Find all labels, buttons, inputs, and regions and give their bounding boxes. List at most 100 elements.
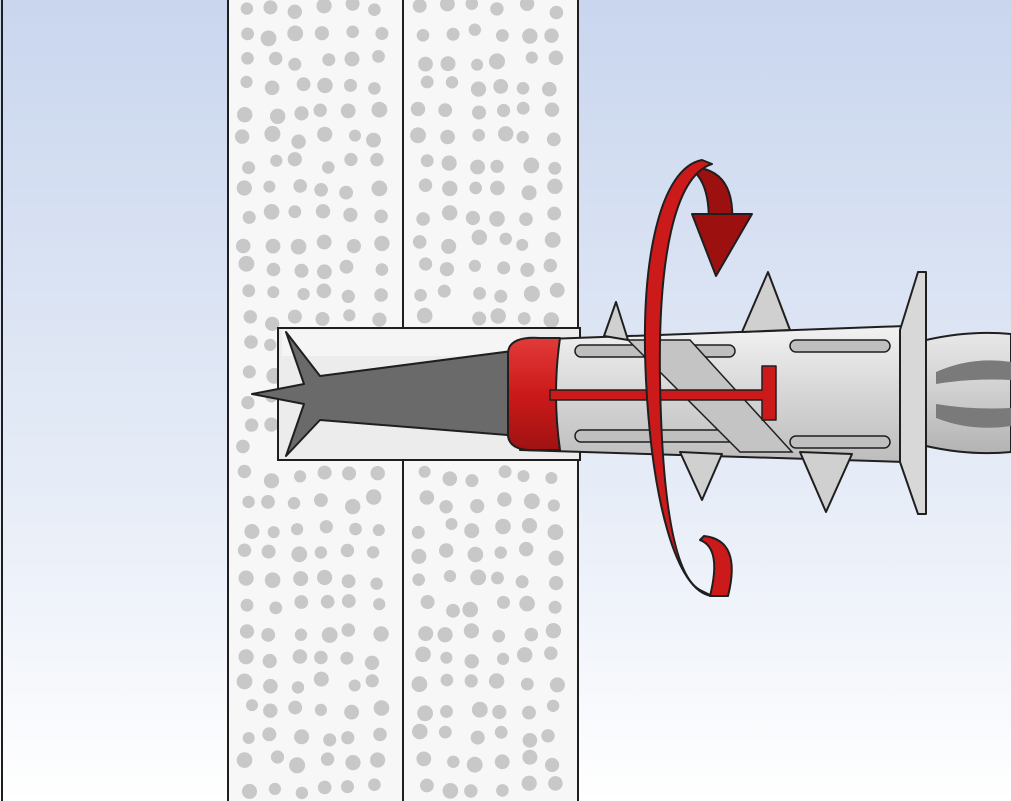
plasterboard-dot — [541, 729, 555, 743]
plasterboard-dot — [343, 207, 358, 222]
plasterboard-dot — [316, 234, 332, 250]
plasterboard-dot — [241, 52, 254, 65]
screwdriver-flute-bottom — [936, 404, 1011, 428]
plasterboard-dot — [412, 235, 427, 249]
plasterboard-dot — [287, 309, 302, 324]
rotation-band-front — [643, 159, 713, 597]
plasterboard-dot — [346, 239, 361, 254]
plasterboard-dot — [496, 784, 509, 797]
plasterboard-dot — [236, 439, 250, 454]
plasterboard-dot — [341, 574, 356, 589]
plasterboard-dot — [265, 316, 280, 331]
plasterboard-dot — [291, 546, 308, 563]
plasterboard-dot — [291, 523, 304, 536]
plasterboard-dot — [497, 261, 511, 275]
plasterboard-dot — [439, 262, 454, 277]
plasterboard-dot — [370, 752, 386, 768]
plasterboard-dot — [314, 183, 328, 197]
plasterboard-dot — [264, 338, 277, 351]
plasterboard-dot — [368, 82, 381, 95]
rotation-arrowhead — [691, 213, 753, 277]
plasterboard-dot — [492, 704, 507, 720]
plasterboard-dot — [543, 258, 557, 273]
plasterboard-dot — [498, 465, 512, 479]
plasterboard-dot — [294, 595, 309, 609]
plasterboard-dot — [270, 154, 283, 167]
plasterboard-dot — [339, 185, 353, 200]
plasterboard-dot — [344, 51, 360, 67]
plasterboard-dot — [269, 51, 283, 66]
plasterboard-dot — [373, 598, 386, 611]
plasterboard-dot — [524, 493, 540, 510]
anchor-core-pin — [549, 365, 777, 421]
plasterboard-dot — [349, 129, 361, 142]
screwdriver-shaft — [925, 331, 1011, 455]
plasterboard-dot — [466, 756, 483, 773]
plasterboard-dot — [544, 102, 560, 117]
plasterboard-dot — [446, 603, 460, 618]
plasterboard-dot — [344, 78, 357, 92]
plasterboard-dot — [264, 572, 281, 588]
plasterboard-dot — [316, 283, 332, 299]
plasterboard-dot — [294, 106, 309, 121]
plasterboard-dot — [415, 646, 431, 663]
plasterboard-dot — [525, 51, 538, 64]
plasterboard-dot — [314, 703, 327, 717]
plasterboard-dot — [345, 755, 361, 771]
plasterboard-dot — [420, 595, 435, 609]
anchor-fin-4 — [679, 451, 723, 501]
plasterboard-dot — [366, 546, 380, 559]
plasterboard-dot — [470, 499, 485, 514]
plasterboard-dot — [545, 623, 562, 639]
plasterboard-dot — [238, 570, 254, 586]
plasterboard-dot — [493, 79, 509, 94]
plasterboard-dot — [346, 25, 360, 39]
plasterboard-dot — [239, 624, 255, 639]
plasterboard-dot — [345, 0, 360, 11]
plasterboard-dot — [465, 210, 480, 226]
plasterboard-dot — [242, 210, 256, 224]
plasterboard-dot — [263, 180, 276, 193]
plasterboard-dot — [468, 23, 481, 36]
plasterboard-dot — [472, 128, 486, 142]
plasterboard-dot — [235, 238, 251, 254]
plasterboard-dot — [416, 29, 430, 42]
plasterboard-dot — [516, 101, 530, 115]
plasterboard-dot — [489, 53, 505, 70]
plasterboard-dot — [464, 784, 478, 798]
anchor-fin-2 — [741, 271, 791, 333]
plasterboard-dot — [241, 396, 255, 410]
plasterboard-dot — [516, 238, 529, 251]
plasterboard-dot — [445, 76, 459, 89]
plasterboard-dot — [490, 180, 505, 196]
plasterboard-dot — [469, 181, 483, 195]
plasterboard-dot — [494, 289, 508, 303]
plasterboard-dot — [366, 489, 382, 505]
plasterboard-dot — [524, 627, 539, 642]
plasterboard-dot — [341, 623, 356, 637]
plasterboard-dot — [313, 103, 327, 117]
plasterboard-dot — [374, 209, 388, 224]
plasterboard-dot — [523, 285, 540, 302]
plasterboard-dot — [549, 576, 564, 591]
plasterboard-dot — [371, 101, 388, 118]
plasterboard-dot — [262, 727, 277, 742]
plasterboard-dot — [240, 75, 253, 88]
plasterboard-dot — [522, 28, 538, 44]
plasterboard-dot — [546, 132, 561, 147]
plasterboard-dot — [374, 235, 390, 252]
plasterboard-dot — [292, 649, 308, 664]
plasterboard-dot — [262, 653, 277, 669]
plasterboard-dot — [294, 470, 307, 483]
plasterboard-dot — [416, 307, 433, 324]
plasterboard-dot — [522, 749, 538, 765]
plasterboard-dot — [238, 255, 255, 272]
plasterboard-dot — [370, 466, 385, 481]
plasterboard-dot — [439, 500, 453, 514]
plasterboard-dot — [294, 263, 309, 278]
plasterboard-dot — [317, 465, 332, 480]
plasterboard-dot — [237, 464, 252, 479]
plasterboard-dot — [549, 677, 565, 693]
plasterboard-dot — [470, 569, 487, 586]
plasterboard-dot — [341, 289, 355, 303]
